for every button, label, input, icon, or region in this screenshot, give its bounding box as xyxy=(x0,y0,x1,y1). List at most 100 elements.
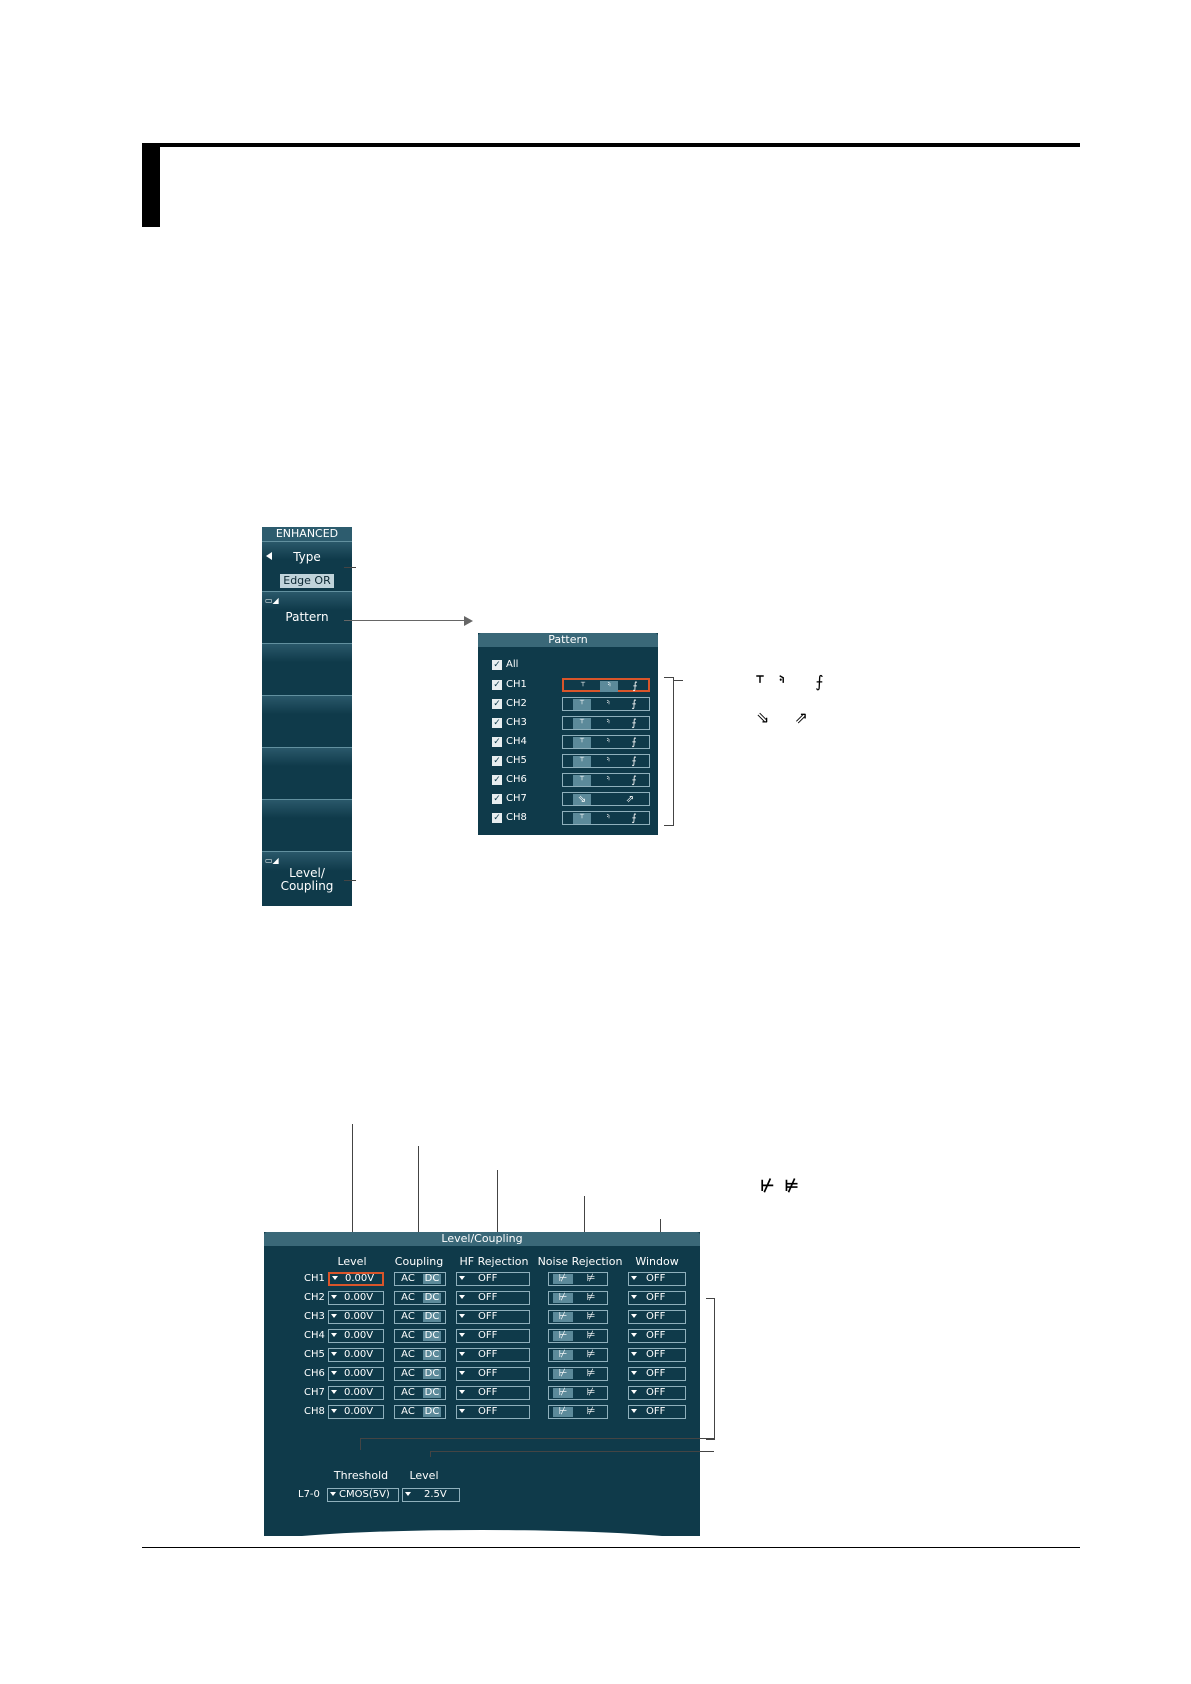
dc-option[interactable]: DC xyxy=(423,1292,441,1303)
dc-option[interactable]: DC xyxy=(423,1368,441,1379)
level-input[interactable]: 0.00V xyxy=(328,1348,384,1362)
rise-edge-icon[interactable]: ⸆ xyxy=(573,737,591,748)
rise-edge-icon[interactable]: ⸆ xyxy=(573,718,591,729)
enter-window-edge-icon[interactable]: ⇘ xyxy=(573,794,591,805)
channel-checkbox[interactable]: ✓ xyxy=(492,775,502,785)
hf-rejection-dropdown[interactable]: OFF xyxy=(456,1272,530,1286)
level-coupling-softkey[interactable]: ▭◢ Level/ Coupling xyxy=(262,851,352,906)
noise-rejection-selector[interactable]: ⊬⊭ xyxy=(548,1348,608,1362)
dc-option[interactable]: DC xyxy=(423,1330,441,1341)
edge-selector[interactable]: ⸆⸅⨍ xyxy=(562,678,650,692)
level-input[interactable]: 0.00V xyxy=(328,1291,384,1305)
type-softkey[interactable]: Type Edge OR xyxy=(262,541,352,592)
dc-option[interactable]: DC xyxy=(423,1349,441,1360)
ac-option[interactable]: AC xyxy=(401,1406,415,1417)
window-dropdown[interactable]: OFF xyxy=(628,1386,686,1400)
noise-on-icon[interactable]: ⊬ xyxy=(553,1312,573,1322)
fall-edge-icon[interactable]: ⸅ xyxy=(605,718,611,729)
ac-option[interactable]: AC xyxy=(401,1273,415,1284)
fall-edge-icon[interactable]: ⸅ xyxy=(605,775,611,786)
coupling-selector[interactable]: AC DC xyxy=(394,1405,446,1419)
coupling-selector[interactable]: AC DC xyxy=(394,1272,446,1286)
noise-on-icon[interactable]: ⊬ xyxy=(553,1293,573,1303)
edge-selector[interactable]: ⸆ ⸅ ⨍ xyxy=(562,811,650,825)
noise-off-icon[interactable]: ⊭ xyxy=(586,1330,596,1341)
noise-on-icon[interactable]: ⊬ xyxy=(553,1331,573,1341)
both-edge-icon[interactable]: ⨍ xyxy=(631,699,637,710)
edge-selector[interactable]: ⇘⇗ xyxy=(562,792,650,806)
both-edge-icon[interactable]: ⨍ xyxy=(631,718,637,729)
ac-option[interactable]: AC xyxy=(401,1387,415,1398)
empty-softkey-3[interactable] xyxy=(262,747,352,800)
rise-edge-icon[interactable]: ⸆ xyxy=(573,756,591,767)
both-edge-icon[interactable]: ⨍ xyxy=(631,756,637,767)
fall-edge-icon[interactable]: ⸅ xyxy=(605,699,611,710)
both-edge-icon[interactable]: ⨍ xyxy=(632,681,638,692)
level-input[interactable]: 0.00V xyxy=(328,1367,384,1381)
hf-rejection-dropdown[interactable]: OFF xyxy=(456,1291,530,1305)
threshold-dropdown[interactable]: CMOS(5V) xyxy=(327,1488,399,1502)
noise-off-icon[interactable]: ⊭ xyxy=(586,1387,596,1398)
both-edge-icon[interactable]: ⨍ xyxy=(631,813,637,824)
both-edge-icon[interactable]: ⨍ xyxy=(631,737,637,748)
noise-off-icon[interactable]: ⊭ xyxy=(586,1311,596,1322)
ac-option[interactable]: AC xyxy=(401,1330,415,1341)
level-input[interactable]: 0.00V xyxy=(328,1405,384,1419)
hf-rejection-dropdown[interactable]: OFF xyxy=(456,1405,530,1419)
window-dropdown[interactable]: OFF xyxy=(628,1405,686,1419)
noise-rejection-selector[interactable]: ⊬⊭ xyxy=(548,1272,608,1286)
level-input[interactable]: 0.00V xyxy=(328,1386,384,1400)
ac-option[interactable]: AC xyxy=(401,1311,415,1322)
hf-rejection-dropdown[interactable]: OFF xyxy=(456,1310,530,1324)
noise-on-icon[interactable]: ⊬ xyxy=(553,1369,573,1379)
rise-edge-icon[interactable]: ⸆ xyxy=(573,699,591,710)
fall-edge-icon[interactable]: ⸅ xyxy=(605,813,611,824)
ac-option[interactable]: AC xyxy=(401,1292,415,1303)
noise-rejection-selector[interactable]: ⊬⊭ xyxy=(548,1405,608,1419)
channel-checkbox[interactable]: ✓ xyxy=(492,699,502,709)
level-input[interactable]: 0.00V xyxy=(328,1272,384,1286)
all-checkbox[interactable]: ✓ xyxy=(492,660,502,670)
rise-edge-icon[interactable]: ⸆ xyxy=(573,813,591,824)
edge-selector[interactable]: ⸆⸅⨍ xyxy=(562,773,650,787)
window-dropdown[interactable]: OFF xyxy=(628,1272,686,1286)
empty-softkey-4[interactable] xyxy=(262,799,352,852)
rise-edge-icon[interactable]: ⸆ xyxy=(573,775,591,786)
channel-checkbox[interactable]: ✓ xyxy=(492,680,502,690)
noise-off-icon[interactable]: ⊭ xyxy=(586,1349,596,1360)
channel-checkbox[interactable]: ✓ xyxy=(492,794,502,804)
channel-checkbox[interactable]: ✓ xyxy=(492,718,502,728)
noise-rejection-selector[interactable]: ⊬⊭ xyxy=(548,1367,608,1381)
ac-option[interactable]: AC xyxy=(401,1368,415,1379)
hf-rejection-dropdown[interactable]: OFF xyxy=(456,1386,530,1400)
noise-off-icon[interactable]: ⊭ xyxy=(586,1292,596,1303)
dc-option[interactable]: DC xyxy=(423,1273,441,1284)
noise-off-icon[interactable]: ⊭ xyxy=(586,1406,596,1417)
dc-option[interactable]: DC xyxy=(423,1406,441,1417)
window-dropdown[interactable]: OFF xyxy=(628,1291,686,1305)
window-dropdown[interactable]: OFF xyxy=(628,1310,686,1324)
empty-softkey-2[interactable] xyxy=(262,695,352,748)
noise-rejection-selector[interactable]: ⊬⊭ xyxy=(548,1291,608,1305)
noise-rejection-selector[interactable]: ⊬⊭ xyxy=(548,1386,608,1400)
window-dropdown[interactable]: OFF xyxy=(628,1348,686,1362)
noise-off-icon[interactable]: ⊭ xyxy=(586,1273,596,1284)
fall-edge-icon[interactable]: ⸅ xyxy=(605,756,611,767)
rise-edge-icon[interactable]: ⸆ xyxy=(580,681,586,692)
level-input[interactable]: 0.00V xyxy=(328,1329,384,1343)
coupling-selector[interactable]: AC DC xyxy=(394,1291,446,1305)
noise-on-icon[interactable]: ⊬ xyxy=(553,1388,573,1398)
edge-selector[interactable]: ⸆ ⸅ ⨍ xyxy=(562,754,650,768)
edge-selector[interactable]: ⸆ ⸅ ⨍ xyxy=(562,697,650,711)
edge-selector[interactable]: ⸆ ⸅ ⨍ xyxy=(562,716,650,730)
window-dropdown[interactable]: OFF xyxy=(628,1367,686,1381)
coupling-selector[interactable]: AC DC xyxy=(394,1329,446,1343)
noise-on-icon[interactable]: ⊬ xyxy=(553,1274,573,1284)
channel-checkbox[interactable]: ✓ xyxy=(492,813,502,823)
coupling-selector[interactable]: AC DC xyxy=(394,1367,446,1381)
hf-rejection-dropdown[interactable]: OFF xyxy=(456,1329,530,1343)
window-dropdown[interactable]: OFF xyxy=(628,1329,686,1343)
